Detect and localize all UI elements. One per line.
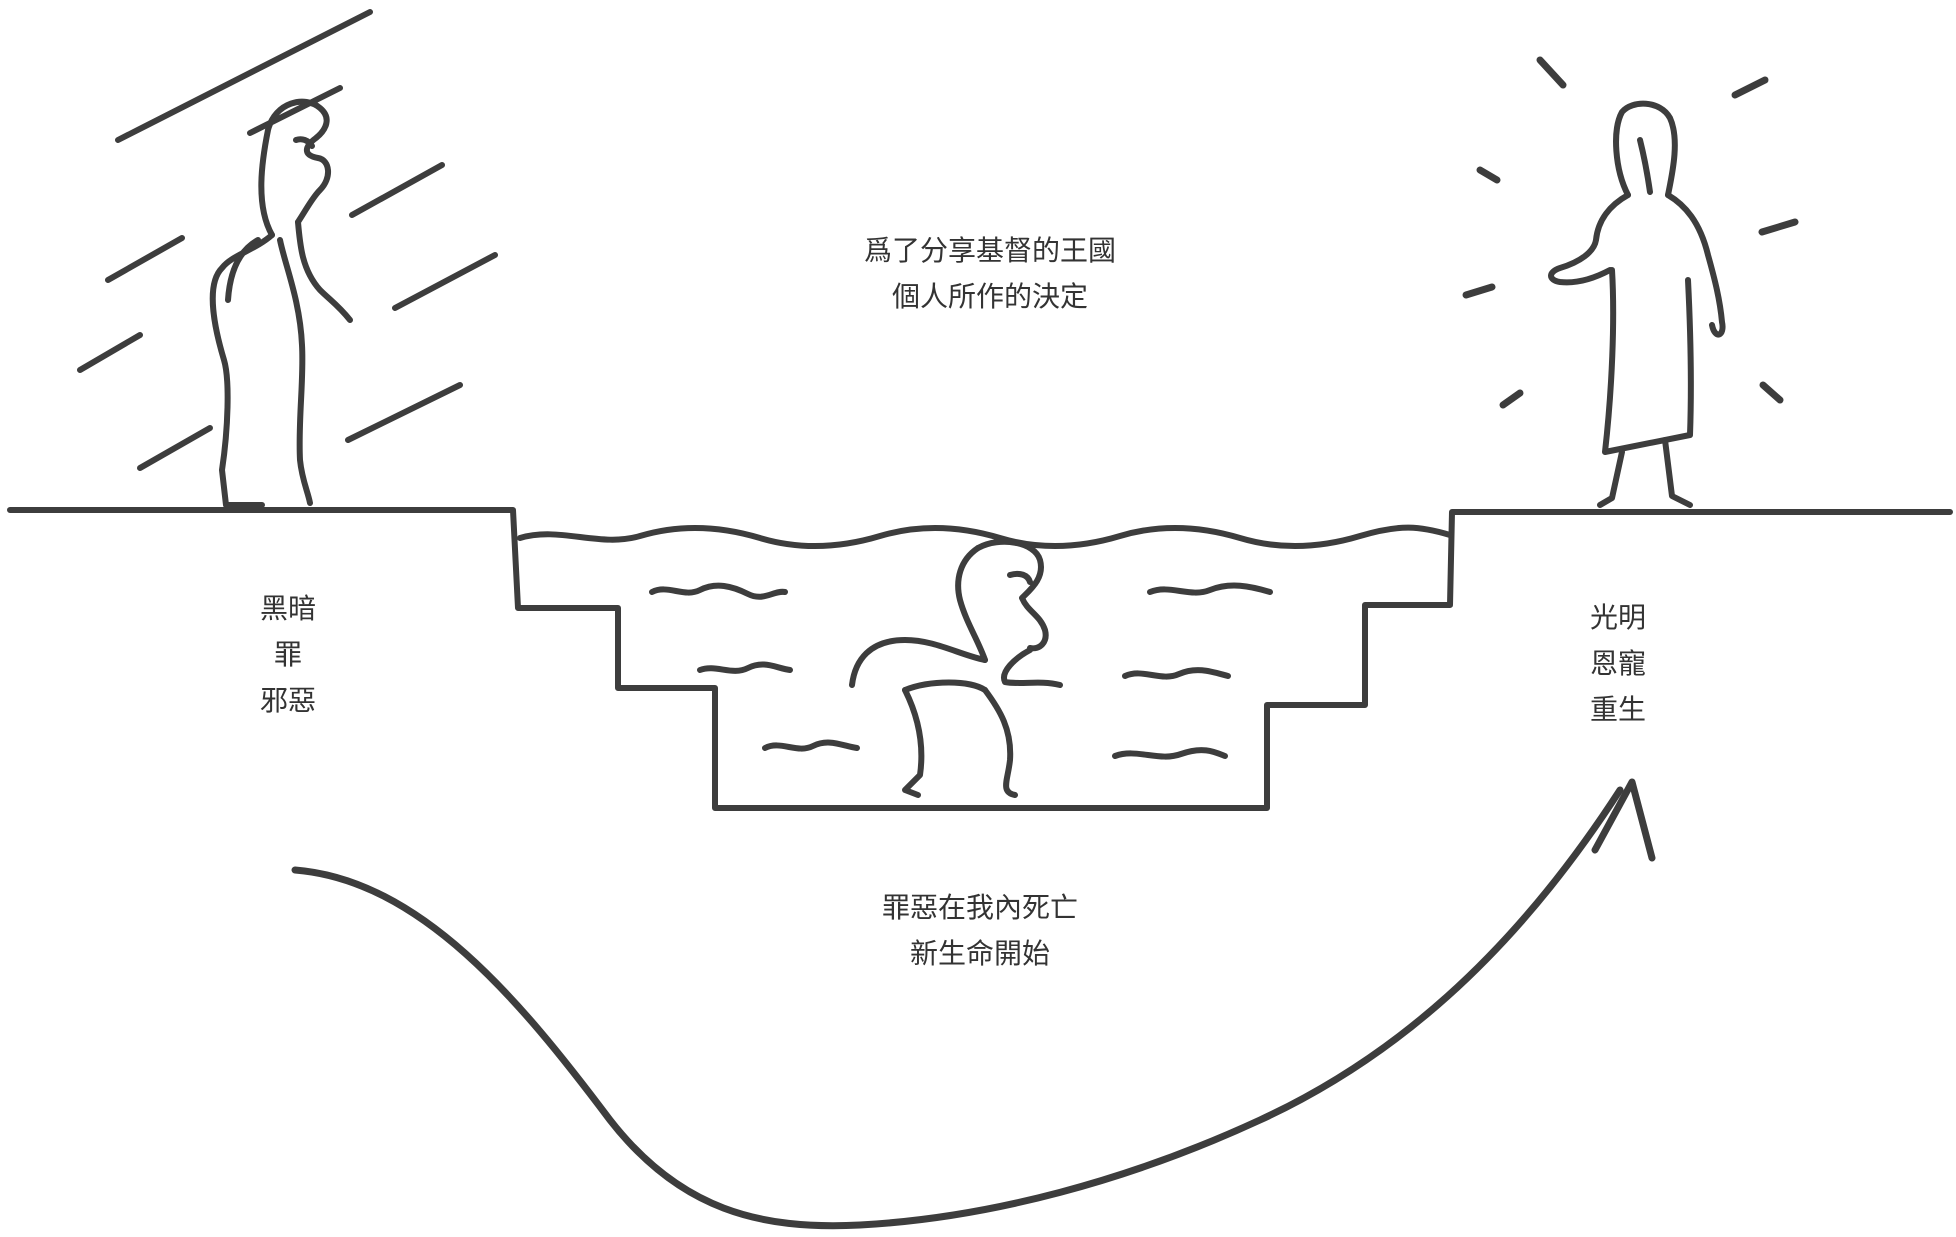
light-caption-line-2: 恩寵 — [1589, 647, 1646, 680]
water-ripples — [649, 582, 1273, 760]
new-life-caption-line-2: 新生命開始 — [909, 937, 1050, 970]
decision-caption-line-1: 爲了分享基督的王國 — [863, 234, 1116, 267]
light-caption-line-3: 重生 — [1589, 693, 1646, 726]
journey-arrow — [291, 786, 1624, 1230]
light-caption: 光明 恩寵 重生 — [1558, 595, 1678, 733]
light-rays — [1462, 56, 1799, 409]
light-caption-line-1: 光明 — [1589, 601, 1646, 634]
decision-caption-line-2: 個人所作的決定 — [891, 280, 1088, 313]
new-life-caption: 罪惡在我內死亡 新生命開始 — [820, 885, 1140, 977]
walking-figure-left — [209, 98, 353, 508]
journey-arrowhead — [1591, 778, 1656, 862]
ground-and-steps — [7, 507, 1953, 811]
darkness-caption-line-2: 罪 — [273, 638, 302, 671]
darkness-hatch-lines — [77, 9, 498, 471]
new-life-caption-line-1: 罪惡在我內死亡 — [881, 891, 1078, 924]
crouching-figure — [849, 538, 1063, 798]
decision-caption: 爲了分享基督的王國 個人所作的決定 — [810, 228, 1170, 320]
darkness-caption-line-3: 邪惡 — [259, 684, 316, 717]
darkness-caption-line-1: 黑暗 — [259, 592, 316, 625]
water-surface — [517, 524, 1453, 549]
darkness-caption: 黑暗 罪 邪惡 — [228, 586, 348, 724]
robed-figure-right — [1548, 100, 1726, 508]
